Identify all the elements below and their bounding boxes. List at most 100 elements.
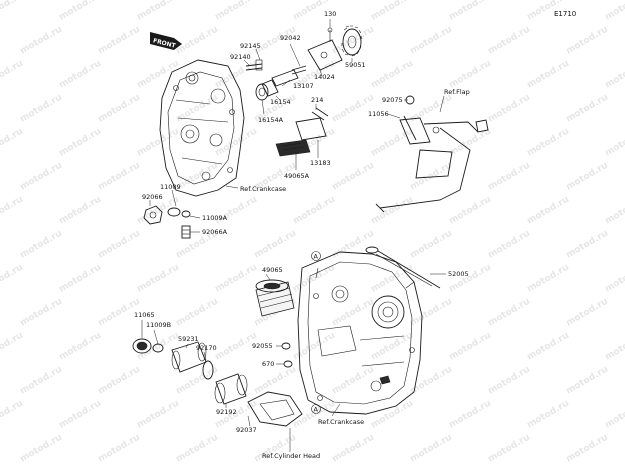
- bracket-filter-drawing: [275, 107, 329, 157]
- shaft-parts-drawing: [245, 27, 343, 101]
- watermark-text: motod.ru: [447, 127, 493, 159]
- watermark-text: motod.ru: [57, 59, 103, 91]
- watermark-text: motod.ru: [603, 399, 625, 431]
- watermark-text: motod.ru: [18, 93, 64, 125]
- watermark-text: motod.ru: [0, 59, 25, 91]
- watermark-text: motod.ru: [0, 127, 25, 159]
- watermark-text: motod.ru: [57, 195, 103, 227]
- watermark-text: motod.ru: [174, 297, 220, 329]
- marker-a-bottom-label: A: [314, 406, 319, 414]
- part-49065a: 49065A: [284, 172, 310, 180]
- watermark-text: motod.ru: [525, 331, 571, 363]
- watermark-text: motod.ru: [486, 433, 532, 465]
- watermark-text: motod.ru: [291, 195, 337, 227]
- watermark-text: motod.ru: [447, 331, 493, 363]
- watermark-text: motod.ru: [174, 161, 220, 193]
- watermark-text: motod.ru: [330, 229, 376, 261]
- watermark-text: motod.ru: [486, 229, 532, 261]
- watermark-text: motod.ru: [330, 433, 376, 465]
- watermark-text: motod.ru: [447, 263, 493, 295]
- watermark-text: motod.ru: [57, 127, 103, 159]
- watermark-text: motod.ru: [603, 331, 625, 363]
- watermark-text: motod.ru: [564, 93, 610, 125]
- watermark-text: motod.ru: [18, 297, 64, 329]
- watermark-text: motod.ru: [18, 365, 64, 397]
- watermark-text: motod.ru: [330, 161, 376, 193]
- watermark-text: motod.ru: [564, 25, 610, 57]
- watermark-text: motod.ru: [96, 93, 142, 125]
- watermark-text: motod.ru: [0, 331, 25, 363]
- part-labels: 130 92042 92145 92140 59051 14024 13107 …: [134, 10, 469, 434]
- part-11056: 11056: [368, 110, 389, 118]
- watermark-text: motod.ru: [408, 93, 454, 125]
- part-59051: 59051: [345, 61, 366, 69]
- watermark-text: motod.ru: [0, 195, 25, 227]
- watermark-text: motod.ru: [135, 59, 181, 91]
- watermark-text: motod.ru: [525, 59, 571, 91]
- watermark-text: motod.ru: [408, 297, 454, 329]
- watermark-text: motod.ru: [603, 0, 625, 23]
- part-92037: 92037: [236, 426, 257, 434]
- watermark-text: motod.ru: [447, 59, 493, 91]
- watermark-text: motod.ru: [486, 93, 532, 125]
- part-16154: 16154: [270, 98, 291, 106]
- watermark-text: motod.ru: [57, 331, 103, 363]
- watermark-text: motod.ru: [603, 59, 625, 91]
- part-214: 214: [311, 96, 323, 104]
- dipstick-drawing: [365, 246, 441, 289]
- watermark-text: motod.ru: [96, 161, 142, 193]
- watermark-text: motod.ru: [96, 25, 142, 57]
- watermark-text: motod.ru: [408, 161, 454, 193]
- ref-crankcase-lower: Ref.Crankcase: [318, 418, 364, 426]
- ref-flap: Ref.Flap: [444, 88, 470, 96]
- part-92075: 92075: [382, 96, 403, 104]
- watermark-text: motod.ru: [486, 25, 532, 57]
- watermark-text: motod.ru: [525, 399, 571, 431]
- watermark-text: motod.ru: [0, 263, 25, 295]
- watermark-text: motod.ru: [57, 399, 103, 431]
- watermark-text: motod.ru: [525, 195, 571, 227]
- watermark-text: motod.ru: [252, 365, 298, 397]
- part-92140: 92140: [230, 53, 251, 61]
- part-14024: 14024: [314, 73, 335, 81]
- watermark-text: motod.ru: [96, 229, 142, 261]
- watermark-text: motod.ru: [174, 433, 220, 465]
- watermark-text: motod.ru: [447, 0, 493, 23]
- watermark-text: motod.ru: [369, 331, 415, 363]
- watermark-text: motod.ru: [603, 263, 625, 295]
- watermark-text: motod.ru: [213, 127, 259, 159]
- watermark-text: motod.ru: [213, 59, 259, 91]
- gear-drawing: [341, 25, 363, 57]
- lower-small-parts-drawing: [132, 338, 303, 427]
- oil-filter-drawing: [255, 279, 295, 317]
- crankcase-drawing: [297, 251, 423, 415]
- watermark-text: motod.ru: [369, 263, 415, 295]
- part-11009b: 11009B: [146, 321, 171, 329]
- ref-cylinder-head: Ref.Cylinder Head: [262, 452, 320, 460]
- part-13107: 13107: [293, 82, 314, 90]
- watermark-text: motod.ru: [369, 59, 415, 91]
- flap-linkage-drawing: [375, 95, 489, 213]
- watermark-text: motod.ru: [57, 0, 103, 23]
- part-16154a: 16154A: [258, 116, 284, 124]
- marker-a-top-label: A: [314, 253, 319, 261]
- watermark-text: motod.ru: [369, 399, 415, 431]
- part-92055: 92055: [252, 342, 273, 350]
- ref-crankcase-upper: Ref.Crankcase: [240, 185, 286, 193]
- part-11009a: 11009A: [202, 214, 228, 222]
- watermark-text: motod.ru: [18, 229, 64, 261]
- watermark-text: motod.ru: [57, 263, 103, 295]
- watermark-text: motod.ru: [408, 25, 454, 57]
- watermark-text: motod.ru: [135, 263, 181, 295]
- diagram-code: E1710: [554, 10, 576, 18]
- watermark-text: motod.ru: [564, 297, 610, 329]
- watermark-text: motod.ru: [0, 0, 25, 23]
- watermark-text: motod.ru: [96, 433, 142, 465]
- part-13183: 13183: [310, 159, 331, 167]
- watermark-text: motod.ru: [135, 0, 181, 23]
- watermark-text: motod.ru: [408, 365, 454, 397]
- watermark-text: motod.ru: [174, 25, 220, 57]
- part-130: 130: [324, 10, 336, 18]
